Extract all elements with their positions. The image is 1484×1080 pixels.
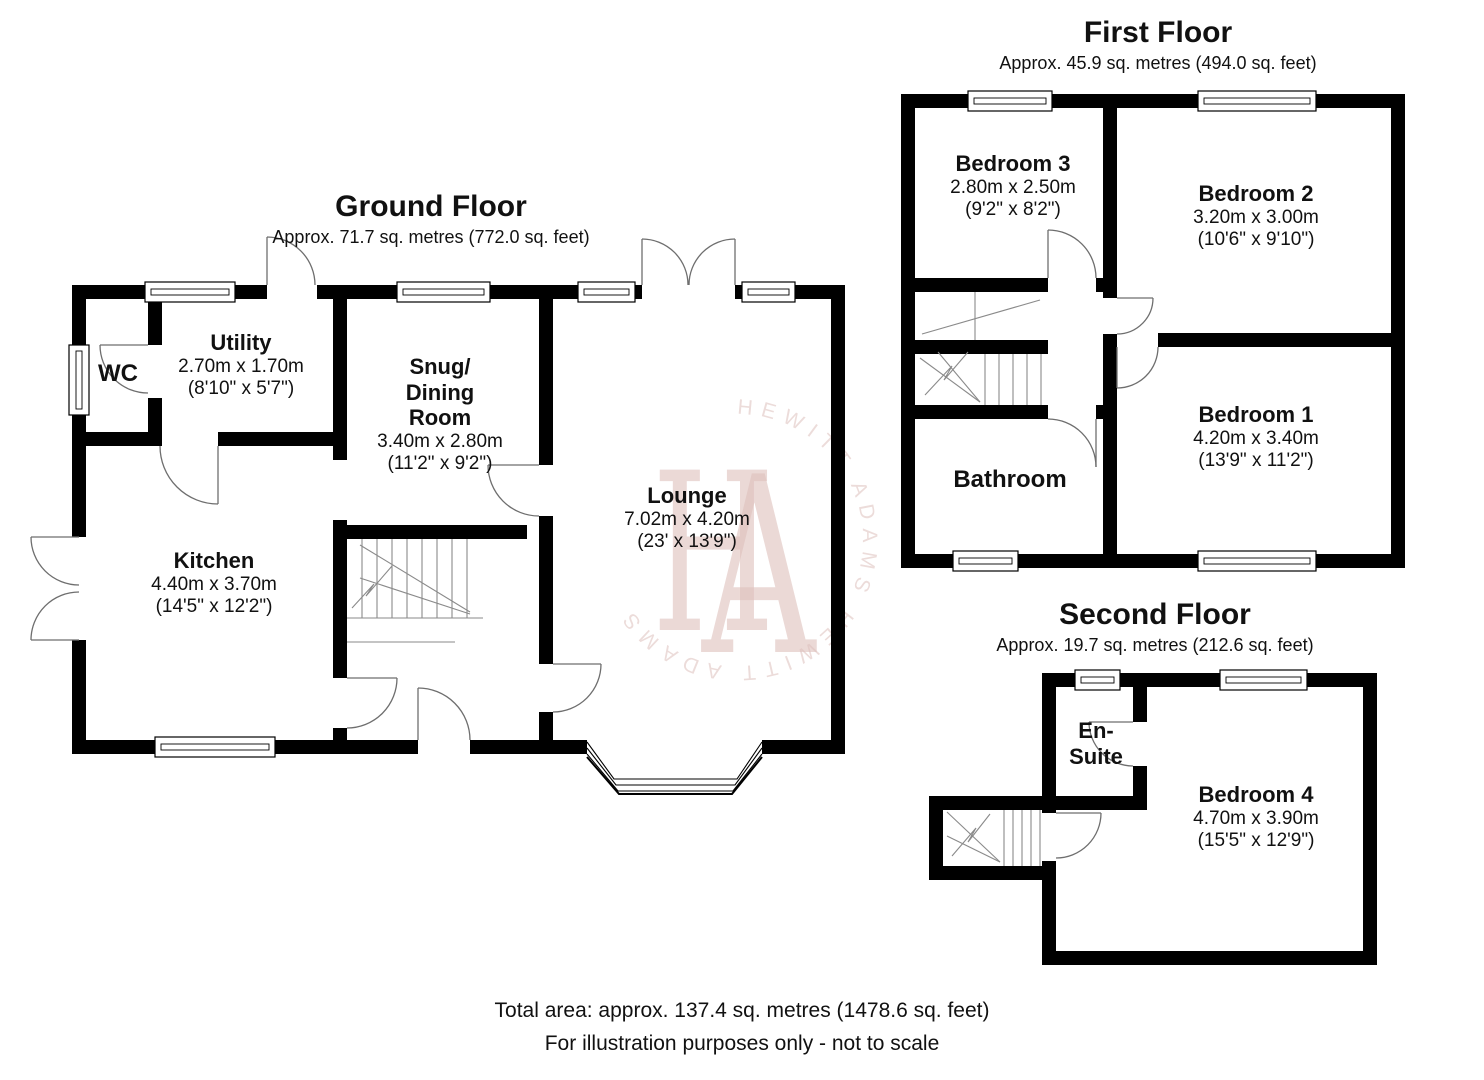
bedroom3-label: Bedroom 3 2.80m x 2.50m (9'2" x 8'2") [950,151,1076,221]
watermark-monogram-h: H [652,426,775,682]
room-name: Dining [405,379,475,405]
room-size-metric: 4.40m x 3.70m [151,573,277,595]
bathroom-label: Bathroom [953,466,1066,494]
ground-floor-doors [30,236,736,741]
second-floor-area: Approx. 19.7 sq. metres (212.6 sq. feet) [996,635,1314,655]
room-name: En- [1078,718,1114,743]
room-size-imperial: (23' x 13'9") [637,530,737,552]
utility-label: Utility 2.70m x 1.70m (8'10" x 5'7") [178,330,304,400]
kitchen-label: Kitchen 4.40m x 3.70m (14'5" x 12'2") [151,548,277,618]
disclaimer-text: For illustration purposes only - not to … [544,1032,940,1055]
bedroom1-label: Bedroom 1 4.20m x 3.40m (13'9" x 11'2") [1193,402,1319,472]
room-name: Snug/ [409,354,471,379]
second-floor-windows [1074,669,1308,691]
ground-floor-stairs [347,539,483,643]
first-floor-windows [952,90,1317,572]
bedroom4-label: Bedroom 4 4.70m x 3.90m (15'5" x 12'9") [1193,782,1319,852]
room-size-imperial: (11'2" x 9'2") [387,452,493,474]
second-floor-doors [1055,721,1134,859]
wc-label: WC [98,360,138,388]
ground-floor-walls [72,285,845,754]
first-floor-doors [1047,229,1159,468]
room-size-metric: 4.20m x 3.40m [1193,427,1319,449]
room-size-metric: 4.70m x 3.90m [1193,807,1319,829]
room-size-metric: 3.40m x 2.80m [377,430,503,452]
first-floor-stairs [919,292,1042,405]
ground-floor-area: Approx. 71.7 sq. metres (772.0 sq. feet) [272,227,590,247]
lounge-label: Lounge 7.02m x 4.20m (23' x 13'9") [624,483,750,553]
room-size-imperial: (8'10" x 5'7") [187,377,295,399]
total-area-text: Total area: approx. 137.4 sq. metres (14… [494,999,990,1022]
room-size-imperial: (10'6" x 9'10") [1197,228,1315,250]
room-name: Utility [210,330,272,355]
room-size-imperial: (9'2" x 8'2") [965,198,1061,220]
snug-dining-label: Snug/ Dining Room 3.40m x 2.80m (11'2" x… [377,354,503,475]
room-name: Bathroom [953,466,1067,493]
second-floor-walls [929,673,1377,965]
first-floor-plan [901,90,1405,572]
ensuite-label: En- Suite [1069,718,1123,769]
second-floor-title: Second Floor [1059,598,1251,631]
second-floor-plan [929,669,1377,965]
ground-floor-windows [68,281,796,758]
first-floor-walls [901,94,1405,568]
room-size-metric: 2.80m x 2.50m [950,176,1076,198]
room-size-imperial: (14'5" x 12'2") [155,595,273,617]
second-floor-stairs [946,810,1041,866]
room-name: Bedroom 1 [1198,402,1314,427]
room-size-imperial: (15'5" x 12'9") [1197,829,1315,851]
ground-floor-title: Ground Floor [335,190,527,223]
room-name: Bedroom 3 [955,151,1071,176]
room-size-metric: 7.02m x 4.20m [624,508,750,530]
watermark-monogram-a: A [700,424,817,710]
bedroom2-label: Bedroom 2 3.20m x 3.00m (10'6" x 9'10") [1193,181,1319,251]
room-name: WC [98,360,138,387]
room-name: Lounge [647,483,727,508]
room-size-metric: 3.20m x 3.00m [1193,206,1319,228]
first-floor-title: First Floor [1083,16,1233,49]
room-name: Bedroom 2 [1198,181,1314,206]
bay-window [586,741,763,795]
room-name: Suite [1069,743,1123,769]
room-name: Bedroom 4 [1198,782,1314,807]
room-size-imperial: (13'9" x 11'2") [1198,449,1314,471]
room-size-metric: 2.70m x 1.70m [178,355,304,377]
ground-floor-plan [30,236,845,795]
room-name: Kitchen [173,548,255,573]
room-name: Room [408,405,472,431]
first-floor-area: Approx. 45.9 sq. metres (494.0 sq. feet) [999,53,1317,73]
